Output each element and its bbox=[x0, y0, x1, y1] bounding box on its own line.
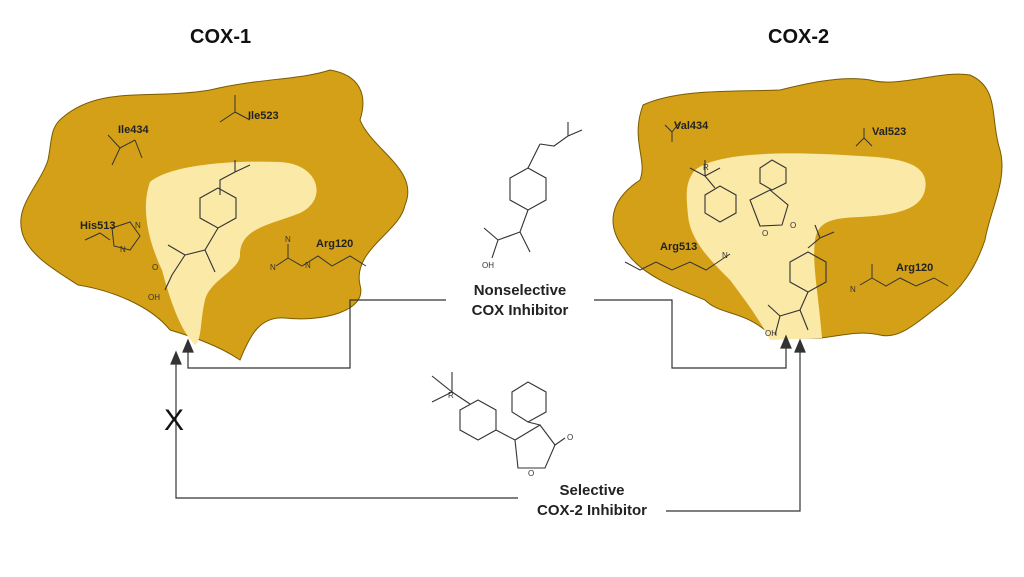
cox1-his-nitrogen: N bbox=[135, 221, 141, 230]
blocked-mark: X bbox=[164, 404, 185, 437]
selective-caption-line1: Selective bbox=[559, 482, 625, 499]
cox2-label-val434: Val434 bbox=[674, 120, 709, 132]
free-inhibitor-carbonyl-oxygen: O bbox=[567, 433, 573, 442]
cox1-arg-nitrogen-2: N bbox=[285, 235, 291, 244]
nonselective-caption-line1: Nonselective bbox=[473, 282, 567, 299]
cox1-bound-ibuprofen bbox=[164, 160, 251, 291]
free-ibuprofen-molecule bbox=[483, 122, 583, 259]
nonselective-to-cox1-arrow bbox=[182, 299, 450, 369]
cox2-residue-val434 bbox=[664, 121, 681, 142]
cox1-label-ile434: Ile434 bbox=[118, 124, 149, 136]
selective-caption-line2: COX-2 Inhibitor bbox=[537, 502, 647, 519]
selective-to-cox2-arrow bbox=[660, 338, 806, 512]
free-inhibitor-ring-oxygen: O bbox=[528, 469, 534, 478]
cox1-title: COX-1 bbox=[190, 26, 252, 48]
cox2-arg513-nitrogen: N bbox=[722, 251, 728, 260]
cox2-active-channel bbox=[686, 153, 926, 340]
cox1-residue-ile434 bbox=[107, 134, 143, 166]
cox1-residue-arg120 bbox=[275, 244, 367, 267]
cox1-active-channel bbox=[145, 161, 317, 345]
nonselective-to-cox2-arrow bbox=[590, 299, 792, 369]
cox1-label-ile523: Ile523 bbox=[248, 110, 279, 122]
cox1-arg-nitrogen: N bbox=[270, 263, 276, 272]
cox1-residue-his513 bbox=[84, 221, 141, 251]
free-selective-inhibitor-molecule bbox=[431, 372, 566, 469]
cox2-inhibitor-r-group: R bbox=[703, 163, 709, 172]
cox2-arg120-nitrogen: N bbox=[850, 285, 856, 294]
cox2-bound-selective-inhibitor bbox=[689, 159, 789, 227]
nonselective-caption: Nonselective COX Inhibitor bbox=[446, 281, 594, 321]
cox2-inhibitor-ring-oxygen: O bbox=[762, 229, 768, 238]
cox2-residue-arg120 bbox=[859, 264, 949, 287]
cox2-title: COX-2 bbox=[768, 26, 830, 48]
cox1-arg-nitrogen-3: N bbox=[305, 261, 311, 270]
cox1-his-nitrogen-2: N bbox=[120, 245, 126, 254]
cox2-inhibitor-oxygen: O bbox=[790, 221, 796, 230]
cox2-label-arg513: Arg513 bbox=[660, 241, 698, 253]
cox2-label-val523: Val523 bbox=[872, 126, 907, 138]
selective-caption: Selective COX-2 Inhibitor bbox=[518, 481, 666, 521]
cox1-carbonyl-oxygen: O bbox=[152, 263, 158, 272]
cox2-label-arg120: Arg120 bbox=[896, 262, 934, 274]
selective-to-cox1-blocked-arrow bbox=[170, 350, 540, 499]
cox1-label-arg120: Arg120 bbox=[316, 238, 354, 250]
cox1-hydroxyl: OH bbox=[148, 293, 160, 302]
free-ibuprofen-hydroxyl: OH bbox=[482, 261, 494, 270]
free-inhibitor-r-group: R bbox=[448, 391, 454, 400]
cox2-residue-val523 bbox=[855, 128, 873, 147]
cox2-bound-ibuprofen bbox=[767, 224, 835, 336]
cox1-residue-ile523 bbox=[219, 95, 251, 123]
cox2-ibuprofen-hydroxyl: OH bbox=[765, 329, 777, 338]
cox2-residue-arg513 bbox=[624, 253, 731, 271]
nonselective-caption-line2: COX Inhibitor bbox=[471, 302, 569, 319]
cox1-label-his513: His513 bbox=[80, 220, 116, 232]
